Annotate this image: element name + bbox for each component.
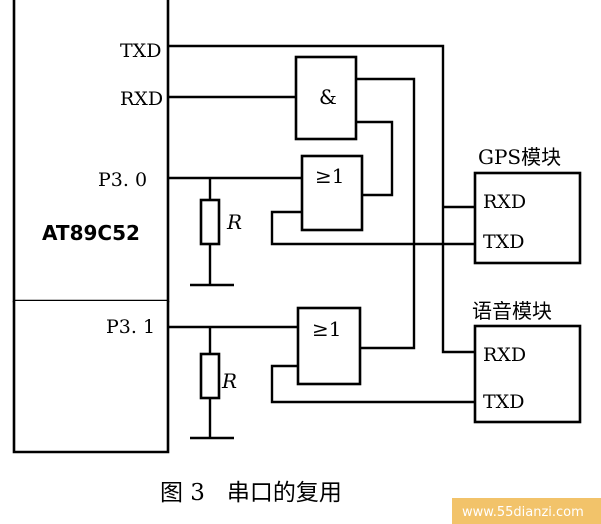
wire-voice-txd-to-or2 xyxy=(270,364,475,404)
voice-rxd-label: RXD xyxy=(483,344,526,366)
resistor-2 xyxy=(199,352,221,400)
watermark-text: www.55dianzi.com xyxy=(462,505,584,520)
figure-caption: 图 3 串口的复用 xyxy=(160,480,342,506)
or-gate-1 xyxy=(300,154,364,232)
voice-module-title: 语音模块 xyxy=(472,299,552,323)
gps-txd-label: TXD xyxy=(483,231,524,253)
voice-txd-label: TXD xyxy=(483,391,524,413)
and-gate-symbol: & xyxy=(319,85,337,109)
wire-gps-txd-to-or1 xyxy=(270,210,475,246)
or-gate-1-symbol: ≥1 xyxy=(315,164,344,188)
watermark-background xyxy=(452,498,601,524)
gps-rxd-label: RXD xyxy=(483,191,526,213)
or-gate-2 xyxy=(296,306,362,386)
wire-or1-to-and xyxy=(356,120,394,197)
pin-p31-label: P3. 1 xyxy=(106,316,155,338)
gps-module-title: GPS模块 xyxy=(478,145,561,169)
gps-module xyxy=(473,171,582,265)
mcu-name: AT89C52 xyxy=(42,221,140,245)
wire-or2-to-and xyxy=(356,77,416,350)
pin-rxd-label: RXD xyxy=(120,88,163,110)
mcu-block-lower xyxy=(12,301,170,454)
pin-p30-label: P3. 0 xyxy=(98,169,147,191)
pin-txd-label: TXD xyxy=(120,40,161,62)
wire-txd-bus xyxy=(168,44,475,354)
and-gate xyxy=(294,55,358,141)
voice-module xyxy=(473,324,582,424)
resistor-1 xyxy=(199,198,221,246)
resistor-1-label: R xyxy=(226,210,242,234)
resistor-2-label: R xyxy=(221,369,237,393)
or-gate-2-symbol: ≥1 xyxy=(312,317,341,341)
